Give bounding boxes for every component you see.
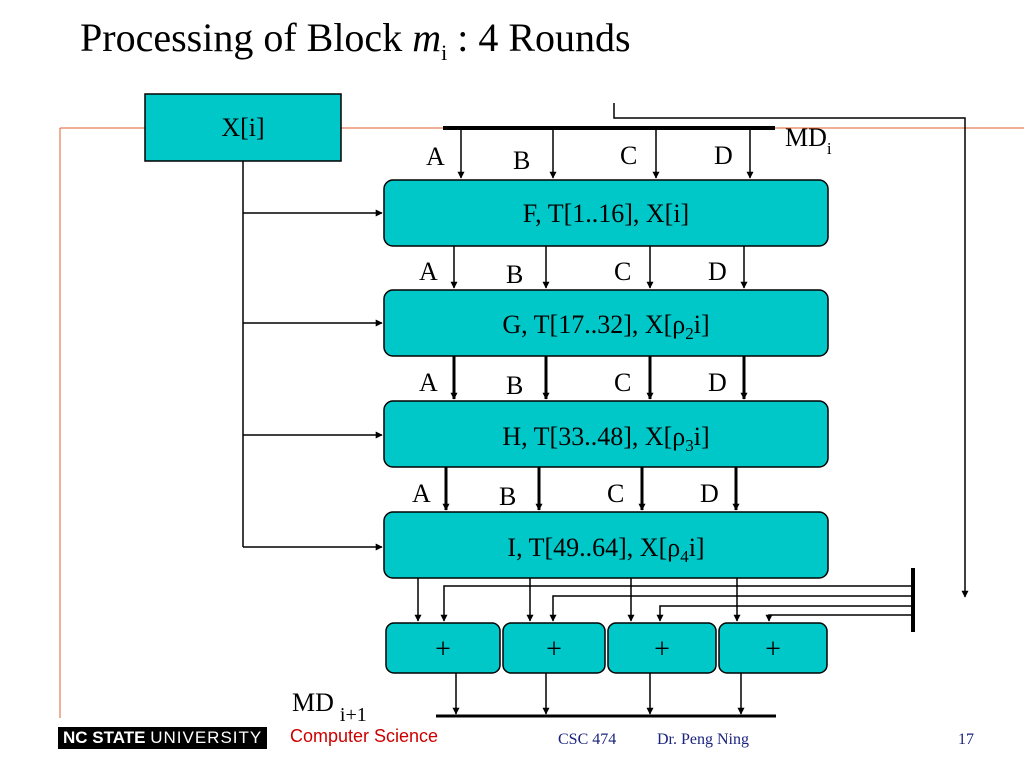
adder-d-label: + [765, 634, 781, 665]
round-4-box [383, 511, 829, 579]
round-4-inputs: A B C D [412, 467, 740, 511]
svg-text:B: B [499, 482, 516, 511]
svg-text:A: A [412, 479, 431, 508]
svg-text:A: A [426, 142, 445, 171]
round-2-label: G, T[17..32], X[ρ2i] [502, 310, 709, 343]
round-3-label: H, T[33..48], X[ρ3i] [502, 422, 709, 455]
md-input-label: MDi [785, 123, 832, 158]
adder-c [607, 622, 717, 674]
adder-b-label: + [546, 634, 562, 665]
title-subscript: i [441, 40, 448, 65]
adder-a-label: + [435, 634, 451, 665]
round-2-box [383, 289, 829, 357]
svg-text:C: C [607, 479, 624, 508]
svg-text:B: B [506, 260, 523, 289]
svg-text:C: C [614, 368, 631, 397]
adder-c-label: + [654, 634, 670, 665]
round-3-box [383, 400, 829, 468]
ncsu-logo: NC STATE UNIVERSITY [58, 727, 268, 749]
round-2-inputs: A B C D [419, 246, 748, 289]
svg-text:D: D [714, 141, 733, 170]
svg-text:C: C [620, 141, 637, 170]
footer-department: Computer Science [290, 726, 439, 746]
title-suffix: : 4 Rounds [447, 15, 631, 60]
svg-text:D: D [700, 479, 719, 508]
title-prefix: Processing of Block [80, 15, 413, 60]
svg-text:A: A [419, 368, 438, 397]
page-number: 17 [958, 731, 974, 748]
adder-d [718, 622, 828, 674]
round-4-label: I, T[49..64], X[ρ4i] [507, 533, 704, 566]
svg-text:B: B [506, 371, 523, 400]
slide-title: Processing of Block mi : 4 Rounds [80, 14, 631, 66]
svg-text:D: D [708, 368, 727, 397]
adder-outputs [452, 673, 745, 715]
input-block-label: X[i] [221, 113, 264, 142]
svg-text:C: C [614, 257, 631, 286]
round-1-label: F, T[1..16], X[i] [523, 199, 689, 228]
input-block [144, 93, 342, 162]
svg-text:A: A [419, 257, 438, 286]
footer-course: CSC 474 [558, 731, 617, 748]
feed-forward-path [440, 103, 969, 632]
svg-text:D: D [708, 257, 727, 286]
round-4-outputs [414, 578, 741, 622]
title-variable: m [412, 15, 442, 60]
round-3-inputs: A B C D [419, 356, 748, 400]
footer-author: Dr. Peng Ning [657, 731, 749, 748]
adder-a [385, 622, 501, 674]
adder-b [502, 622, 606, 674]
round-1-inputs: A B C D [426, 128, 754, 179]
round-1-box [383, 179, 829, 247]
svg-text:B: B [513, 146, 530, 175]
